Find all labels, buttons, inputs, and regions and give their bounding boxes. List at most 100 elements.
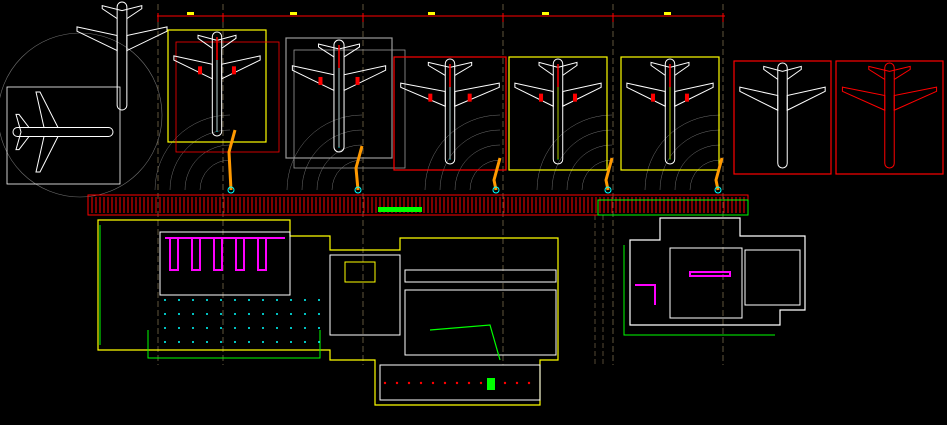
- stand-boundary: [393, 56, 507, 171]
- engine: [467, 93, 472, 102]
- column: [262, 313, 264, 315]
- stand-boundary-inner: [293, 49, 406, 169]
- aircraft-stand: [285, 37, 406, 194]
- column: [178, 327, 180, 329]
- pier-green-marker: [378, 207, 422, 212]
- column: [178, 341, 180, 343]
- aircraft-stand: [167, 29, 280, 194]
- fuselage: [552, 58, 564, 165]
- aircraft-stand: [508, 56, 614, 194]
- column: [220, 299, 222, 301]
- main-terminal-plan: [97, 219, 559, 406]
- turning-arc: [566, 144, 613, 191]
- fuselage: [664, 58, 676, 165]
- column: [234, 327, 236, 329]
- engine: [428, 93, 433, 102]
- stand-boundary: [285, 37, 393, 159]
- aircraft: [739, 62, 826, 169]
- column: [318, 327, 320, 329]
- annex-building-plan: [623, 217, 806, 336]
- bridge-rotunda: [604, 186, 612, 194]
- baggage-carousel: [257, 238, 267, 271]
- tailplane: [15, 113, 30, 151]
- column: [262, 341, 264, 343]
- column: [431, 381, 435, 385]
- column: [220, 313, 222, 315]
- turning-arc: [199, 159, 231, 191]
- aircraft: [76, 1, 168, 111]
- column: [318, 299, 320, 301]
- fuselage: [211, 31, 223, 137]
- wings: [400, 82, 500, 108]
- wings: [739, 86, 826, 112]
- column: [443, 381, 447, 385]
- column: [164, 341, 166, 343]
- column: [304, 313, 306, 315]
- tailplane: [101, 4, 143, 20]
- column: [234, 299, 236, 301]
- departure-lounge: [404, 289, 557, 356]
- wings: [173, 55, 261, 80]
- jet-bridge: [492, 157, 502, 191]
- column: [248, 327, 250, 329]
- fuselage: [116, 1, 128, 111]
- stand-boundary: [733, 60, 832, 175]
- turning-arc: [469, 159, 501, 191]
- column: [164, 327, 166, 329]
- aircraft-stand: [393, 56, 507, 194]
- engine: [355, 76, 360, 85]
- baggage-carousel: [169, 238, 179, 271]
- fuselage: [333, 39, 345, 153]
- aircraft-stands: [167, 29, 944, 194]
- terminal-green-zone: [147, 330, 321, 359]
- fuselage: [884, 62, 895, 169]
- dimension-label: [664, 12, 671, 15]
- baggage-hall: [159, 231, 291, 296]
- bridge-rotunda: [714, 186, 722, 194]
- turning-arc: [659, 129, 721, 191]
- column: [192, 341, 194, 343]
- ticket-area: [344, 261, 376, 283]
- turning-arc: [454, 144, 501, 191]
- turning-arc: [301, 129, 363, 191]
- engine: [572, 93, 577, 102]
- column: [248, 313, 250, 315]
- turning-arc: [674, 144, 721, 191]
- jet-bridge: [354, 145, 364, 191]
- legend-frame: [6, 86, 121, 185]
- column: [206, 341, 208, 343]
- column: [290, 313, 292, 315]
- tailplane: [763, 65, 802, 80]
- column: [304, 299, 306, 301]
- annex-belt: [635, 284, 656, 305]
- column: [318, 341, 320, 343]
- column: [276, 299, 278, 301]
- column: [407, 381, 411, 385]
- turning-arc: [169, 129, 231, 191]
- column: [455, 381, 459, 385]
- wings: [35, 91, 59, 173]
- turning-arc: [689, 159, 721, 191]
- baggage-carousel: [235, 238, 245, 271]
- pier-end: [597, 199, 749, 216]
- column: [234, 313, 236, 315]
- column: [304, 341, 306, 343]
- column: [164, 313, 166, 315]
- column: [206, 327, 208, 329]
- bridge-rotunda: [492, 186, 500, 194]
- turning-arc: [551, 129, 613, 191]
- baggage-carousel: [191, 238, 201, 271]
- column: [178, 313, 180, 315]
- turning-arc: [154, 114, 231, 191]
- annex-green-edge: [623, 245, 775, 336]
- stand-boundary: [508, 56, 608, 171]
- aircraft-turning-arcs: [0, 32, 721, 198]
- dimension-label: [428, 12, 435, 15]
- aircraft-stand: [835, 60, 944, 175]
- turning-arc: [439, 129, 501, 191]
- annex-carousel: [689, 271, 731, 277]
- engine: [231, 66, 236, 75]
- column: [192, 299, 194, 301]
- column: [304, 327, 306, 329]
